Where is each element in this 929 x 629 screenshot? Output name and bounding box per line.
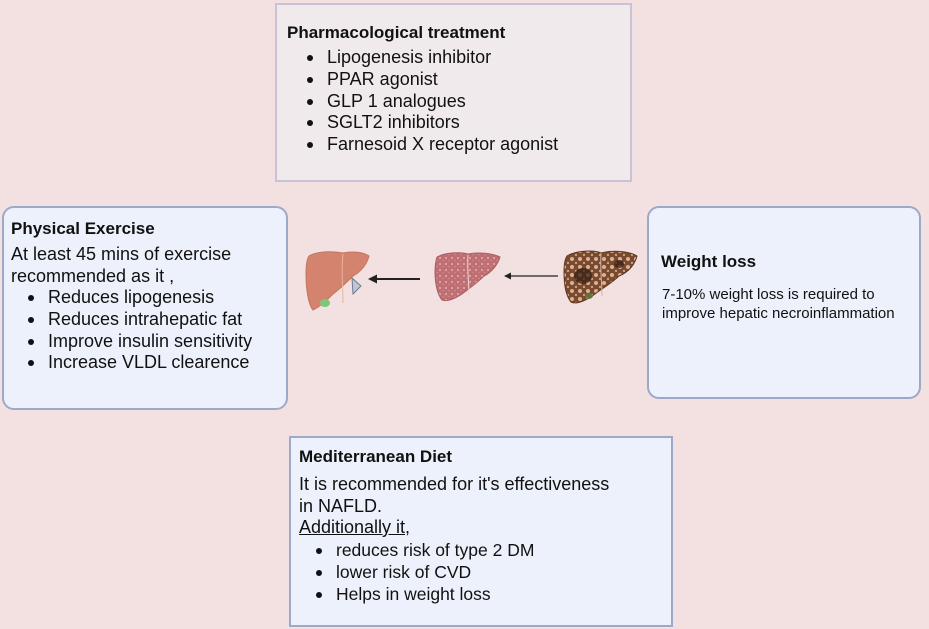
bullet-icon <box>28 316 34 323</box>
pharmacological-title: Pharmacological treatment <box>287 23 506 42</box>
weight-loss-box: Weight loss 7-10% weight loss is require… <box>647 206 921 399</box>
list-item: GLP 1 analogues <box>307 91 558 113</box>
bullet-icon <box>307 98 313 105</box>
bullet-icon <box>316 591 322 598</box>
exercise-title: Physical Exercise <box>11 219 155 238</box>
bullet-icon <box>307 120 313 127</box>
diet-text: It is recommended for it's effectiveness… <box>299 474 610 537</box>
list-item: SGLT2 inhibitors <box>307 112 558 134</box>
diet-list: reduces risk of type 2 DM lower risk of … <box>316 540 534 605</box>
diet-title: Mediterranean Diet <box>299 447 453 466</box>
weight-loss-title: Weight loss <box>661 252 757 271</box>
list-item: PPAR agonist <box>307 69 558 91</box>
list-item: Reduces lipogenesis <box>28 287 252 309</box>
bullet-icon <box>316 548 322 554</box>
list-item: reduces risk of type 2 DM <box>316 540 534 562</box>
pharmacological-treatment-box: Pharmacological treatment Lipogenesis in… <box>275 3 632 182</box>
list-item: Improve insulin sensitivity <box>28 331 252 353</box>
diet-additionally: Additionally it, <box>299 517 411 537</box>
list-item: Helps in weight loss <box>316 584 534 606</box>
list-item: Lipogenesis inhibitor <box>307 47 558 69</box>
healthy-liver-icon <box>305 251 370 311</box>
bullet-icon <box>307 142 313 149</box>
list-item: Farnesoid X receptor agonist <box>307 134 558 156</box>
list-item: lower risk of CVD <box>316 562 534 584</box>
list-item: Reduces intrahepatic fat <box>28 309 252 331</box>
arrow-left-icon <box>504 272 558 280</box>
arrow-left-icon <box>368 274 420 284</box>
cirrhotic-liver-icon <box>563 250 638 304</box>
physical-exercise-box: Physical Exercise At least 45 mins of ex… <box>2 206 288 410</box>
fatty-liver-icon <box>434 252 501 301</box>
weight-loss-text: 7-10% weight loss is required to improve… <box>662 286 895 322</box>
bullet-icon <box>316 569 322 576</box>
bullet-icon <box>307 55 313 61</box>
bullet-icon <box>28 295 34 301</box>
bullet-icon <box>28 338 34 345</box>
bullet-icon <box>307 76 313 83</box>
pharmacological-list: Lipogenesis inhibitor PPAR agonist GLP 1… <box>307 47 558 156</box>
list-item: Increase VLDL clearence <box>28 352 252 374</box>
exercise-intro: At least 45 mins of exercise recommended… <box>11 244 232 286</box>
bullet-icon <box>28 360 34 367</box>
exercise-list: Reduces lipogenesis Reduces intrahepatic… <box>28 287 252 374</box>
mediterranean-diet-box: Mediterranean Diet It is recommended for… <box>289 436 673 627</box>
